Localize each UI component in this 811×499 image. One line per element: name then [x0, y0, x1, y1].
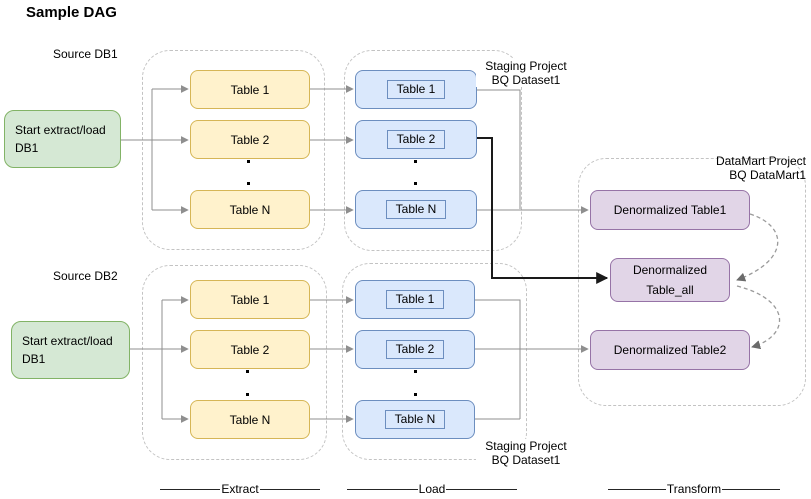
start-node-db1-line1: Start extract/load [15, 123, 106, 137]
stage-line [347, 488, 418, 490]
stage-load: Load [347, 482, 518, 496]
staging-project-label-db1: Staging Project BQ Dataset1 [476, 59, 576, 87]
denormalized-table-all-line1: Denormalized [632, 263, 708, 277]
extract-db1-tableN-label: Table N [229, 202, 271, 217]
load-db1-tableN-label: Table N [385, 200, 447, 219]
load-db1-tableN[interactable]: Table N [355, 190, 477, 229]
denormalized-table2-label: Denormalized Table2 [613, 343, 727, 357]
extract-db1-table2-label: Table 2 [230, 132, 270, 147]
datamart-label-line2: BQ DataMart1 [729, 168, 806, 182]
start-node-db2-line1: Start extract/load [22, 334, 113, 348]
load-group-db2 [342, 263, 527, 460]
extract-db1-tableN[interactable]: Table N [190, 190, 310, 229]
extract-db2-table1[interactable]: Table 1 [190, 280, 310, 319]
denormalized-table-all-line2: Table_all [646, 283, 694, 297]
ellipsis-dot: . [246, 370, 249, 373]
ellipsis-dot: . [247, 160, 250, 163]
staging-db2-line2: BQ Dataset1 [491, 453, 561, 467]
load-db1-table2-label: Table 2 [386, 130, 446, 149]
staging-db1-line1: Staging Project [485, 59, 567, 73]
extract-db2-table1-label: Table 1 [230, 292, 270, 307]
stage-line [608, 488, 666, 490]
stage-transform-label: Transform [666, 482, 722, 496]
ellipsis-dot: . [247, 182, 250, 185]
extract-db1-table1-label: Table 1 [230, 82, 270, 97]
load-db1-table2[interactable]: Table 2 [355, 120, 477, 159]
load-db2-tableN[interactable]: Table N [355, 400, 475, 439]
extract-db1-table1[interactable]: Table 1 [190, 70, 310, 109]
ellipsis-dot: . [414, 393, 417, 396]
datamart-group [578, 158, 806, 406]
datamart-label-line1: DataMart Project [715, 154, 806, 168]
extract-db2-table2-label: Table 2 [230, 342, 270, 357]
source-db1-label: Source DB1 [53, 47, 118, 61]
ellipsis-dot: . [414, 160, 417, 163]
page-title: Sample DAG [26, 4, 117, 21]
load-db2-table1-label: Table 1 [385, 290, 445, 309]
extract-db1-table2[interactable]: Table 2 [190, 120, 310, 159]
extract-db2-tableN-label: Table N [229, 412, 271, 427]
stage-extract-label: Extract [221, 482, 259, 496]
datamart-project-label: DataMart Project BQ DataMart1 [690, 154, 806, 182]
extract-db2-tableN[interactable]: Table N [190, 400, 310, 439]
stage-load-label: Load [418, 482, 446, 496]
stage-line [446, 488, 518, 490]
denormalized-table1-label: Denormalized Table1 [613, 203, 727, 217]
denormalized-table1-node[interactable]: Denormalized Table1 [590, 190, 750, 230]
staging-db2-line1: Staging Project [485, 439, 567, 453]
start-node-db2-line2: DB1 [22, 352, 46, 366]
start-node-db1[interactable]: Start extract/load DB1 [4, 110, 121, 168]
stage-line [160, 488, 221, 490]
denormalized-table-all-node[interactable]: Denormalized Table_all [610, 258, 730, 302]
stage-line [722, 488, 781, 490]
ellipsis-dot: . [246, 393, 249, 396]
staging-project-label-db2: Staging Project BQ Dataset1 [476, 439, 576, 467]
source-db2-label: Source DB2 [53, 269, 118, 283]
load-db2-table2-label: Table 2 [385, 340, 445, 359]
start-node-db1-line2: DB1 [15, 141, 39, 155]
stage-transform: Transform [608, 482, 781, 496]
load-db1-table1[interactable]: Table 1 [355, 70, 477, 109]
ellipsis-dot: . [414, 182, 417, 185]
ellipsis-dot: . [414, 370, 417, 373]
extract-db2-table2[interactable]: Table 2 [190, 330, 310, 369]
start-node-db2[interactable]: Start extract/load DB1 [11, 321, 130, 379]
stage-line [259, 488, 320, 490]
load-db2-table2[interactable]: Table 2 [355, 330, 475, 369]
load-db2-table1[interactable]: Table 1 [355, 280, 475, 319]
extract-group-db2 [142, 265, 327, 460]
staging-db1-line2: BQ Dataset1 [491, 73, 561, 87]
load-db1-table1-label: Table 1 [386, 80, 446, 99]
extract-group-db1 [142, 50, 325, 250]
load-db2-tableN-label: Table N [384, 410, 446, 429]
denormalized-table2-node[interactable]: Denormalized Table2 [590, 330, 750, 370]
stage-extract: Extract [160, 482, 320, 496]
